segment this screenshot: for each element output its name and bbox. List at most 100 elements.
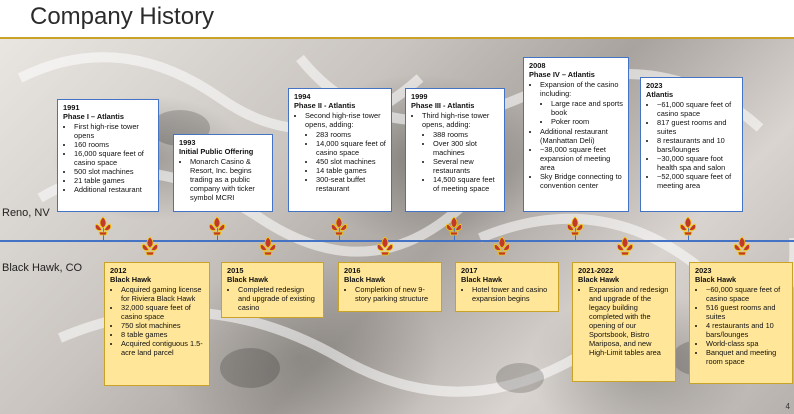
event-year: 2008: [529, 61, 546, 70]
list-item: 283 rooms: [316, 130, 386, 139]
fleur-marker-icon: [94, 216, 112, 236]
fleur-marker-icon: [679, 216, 697, 236]
list-item: Poker room: [551, 117, 623, 126]
event-box-blackhawk: 2017 Black Hawk Hotel tower and casino e…: [455, 262, 559, 312]
list-item: Expansion and redesign and upgrade of th…: [589, 285, 670, 357]
list-item: 21 table games: [74, 176, 153, 185]
event-heading: Black Hawk: [227, 275, 269, 284]
list-item: World-class spa: [706, 339, 787, 348]
list-item: Acquired contiguous 1.5-acre land parcel: [121, 339, 204, 357]
list-item: ~52,000 square feet of meeting area: [657, 172, 737, 190]
event-heading: Phase I – Atlantis: [63, 112, 124, 121]
list-item: 388 rooms: [433, 130, 499, 139]
list-item: First high-rise tower opens: [74, 122, 153, 140]
event-heading: Phase II - Atlantis: [294, 101, 356, 110]
event-heading: Phase IV – Atlantis: [529, 70, 595, 79]
list-item: Completed redesign and upgrade of existi…: [238, 285, 318, 312]
list-item: ~60,000 square feet of casino space: [706, 285, 787, 303]
timeline-line: [0, 240, 794, 242]
connector: [339, 220, 340, 240]
list-item: Over 300 slot machines: [433, 139, 499, 157]
list-item: ~61,000 square feet of casino space: [657, 100, 737, 118]
event-box-blackhawk: 2015 Black Hawk Completed redesign and u…: [221, 262, 324, 318]
list-item: 817 guest rooms and suites: [657, 118, 737, 136]
list-item: Additional restaurant (Manhattan Deli): [540, 127, 623, 145]
event-box-blackhawk: 2021-2022 Black Hawk Expansion and redes…: [572, 262, 676, 382]
list-item: 8 restaurants and 10 bars/lounges: [657, 136, 737, 154]
page-title: Company History: [30, 3, 215, 30]
fleur-marker-icon: [445, 216, 463, 236]
fleur-marker-icon: [566, 216, 584, 236]
list-item: 160 rooms: [74, 140, 153, 149]
event-year: 2017: [461, 266, 478, 275]
list-item: Additional restaurant: [74, 185, 153, 194]
connector: [217, 220, 218, 240]
list-item: Sky Bridge connecting to convention cent…: [540, 172, 623, 190]
page-number: 4: [785, 402, 790, 411]
fleur-marker-icon: [259, 236, 277, 256]
event-box-reno: 1991 Phase I – Atlantis First high-rise …: [57, 99, 159, 212]
list-item: ~30,000 square foot health spa and salon: [657, 154, 737, 172]
fleur-marker-icon: [616, 236, 634, 256]
event-box-blackhawk: 2012 Black Hawk Acquired gaming license …: [104, 262, 210, 386]
event-year: 2015: [227, 266, 244, 275]
list-item: Large race and sports book: [551, 99, 623, 117]
event-heading: Black Hawk: [344, 275, 386, 284]
list-item: 8 table games: [121, 330, 204, 339]
event-year: 2012: [110, 266, 127, 275]
connector: [103, 220, 104, 240]
event-year: 2016: [344, 266, 361, 275]
event-box-reno: 2023 Atlantis ~61,000 square feet of cas…: [640, 77, 743, 212]
event-year: 2023: [646, 81, 663, 90]
list-item: Expansion of the casino including:: [540, 80, 623, 98]
event-heading: Phase III - Atlantis: [411, 101, 475, 110]
fleur-marker-icon: [330, 216, 348, 236]
event-heading: Black Hawk: [695, 275, 737, 284]
event-heading: Initial Public Offering: [179, 147, 254, 156]
list-item: 4 restaurants and 10 bars/lounges: [706, 321, 787, 339]
list-item: 14 table games: [316, 166, 386, 175]
event-box-blackhawk: 2016 Black Hawk Completion of new 9-stor…: [338, 262, 442, 312]
reno-label: Reno, NV: [2, 207, 50, 219]
list-item: 300-seat buffet restaurant: [316, 175, 386, 193]
event-heading: Atlantis: [646, 90, 674, 99]
list-item: 750 slot machines: [121, 321, 204, 330]
event-year: 1999: [411, 92, 428, 101]
fleur-marker-icon: [208, 216, 226, 236]
list-item: Third high-rise tower opens, adding:: [422, 111, 499, 129]
event-heading: Black Hawk: [110, 275, 152, 284]
event-year: 1991: [63, 103, 80, 112]
connector: [454, 220, 455, 240]
list-item: Acquired gaming license for Riviera Blac…: [121, 285, 204, 303]
list-item: 14,000 square feet of casino space: [316, 139, 386, 157]
list-item: Monarch Casino & Resort, Inc. begins tra…: [190, 157, 267, 202]
event-year: 2021-2022: [578, 266, 614, 275]
list-item: Second high-rise tower opens, adding:: [305, 111, 386, 129]
event-year: 2023: [695, 266, 712, 275]
connector: [575, 220, 576, 240]
list-item: 32,000 square feet of casino space: [121, 303, 204, 321]
list-item: 14,500 square feet of meeting space: [433, 175, 499, 193]
event-box-blackhawk: 2023 Black Hawk ~60,000 square feet of c…: [689, 262, 793, 384]
event-heading: Black Hawk: [578, 275, 620, 284]
list-item: Banquet and meeting room space: [706, 348, 787, 366]
event-box-reno: 1999 Phase III - Atlantis Third high-ris…: [405, 88, 505, 212]
list-item: ~38,000 square feet expansion of meeting…: [540, 145, 623, 172]
fleur-marker-icon: [493, 236, 511, 256]
event-heading: Black Hawk: [461, 275, 503, 284]
list-item: 516 guest rooms and suites: [706, 303, 787, 321]
event-box-reno: 1994 Phase II - Atlantis Second high-ris…: [288, 88, 392, 212]
event-year: 1994: [294, 92, 311, 101]
event-box-reno: 2008 Phase IV – Atlantis Expansion of th…: [523, 57, 629, 212]
list-item: 450 slot machines: [316, 157, 386, 166]
fleur-marker-icon: [733, 236, 751, 256]
fleur-marker-icon: [141, 236, 159, 256]
title-underline: [0, 37, 794, 39]
list-item: Several new restaurants: [433, 157, 499, 175]
list-item: 500 slot machines: [74, 167, 153, 176]
blackhawk-label: Black Hawk, CO: [2, 262, 83, 274]
list-item: Completion of new 9-story parking struct…: [355, 285, 436, 303]
event-year: 1993: [179, 138, 196, 147]
list-item: 16,000 square feet of casino space: [74, 149, 153, 167]
fleur-marker-icon: [376, 236, 394, 256]
